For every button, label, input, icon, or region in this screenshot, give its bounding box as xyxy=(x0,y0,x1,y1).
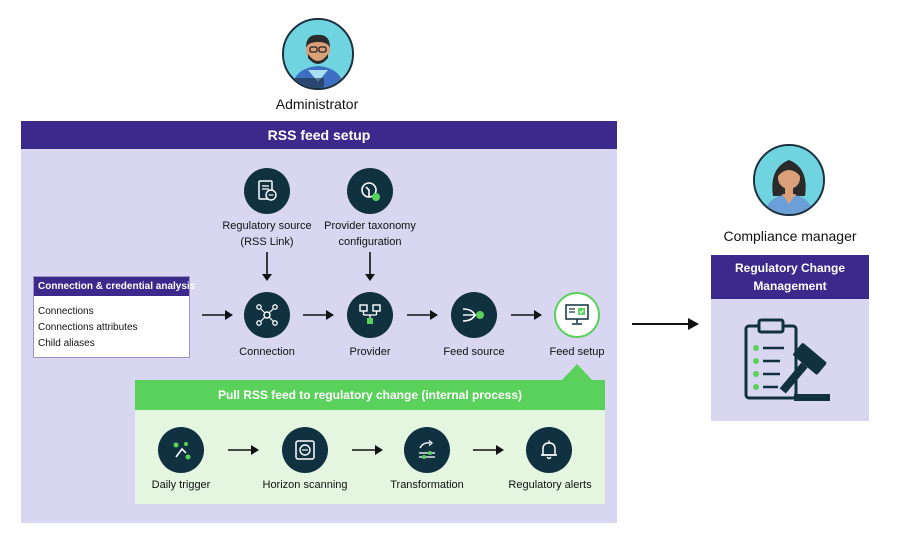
person-icon xyxy=(755,146,823,214)
daily-trigger-label: Daily trigger xyxy=(151,479,211,491)
arrow-to-rcm xyxy=(632,318,699,330)
connection-credential-title: Connection & credential analysis xyxy=(34,277,195,296)
arrow-trigger-to-scanning xyxy=(228,445,259,455)
horizon-scanning-node xyxy=(282,427,328,473)
transform-icon xyxy=(419,440,435,459)
rss-feed-setup-header: RSS feed setup xyxy=(21,121,617,149)
connection-node xyxy=(244,292,290,338)
administrator-avatar xyxy=(282,18,354,90)
feed-setup-label: Feed setup xyxy=(549,346,605,358)
gear-icon xyxy=(361,182,380,201)
regulatory-alerts-label: Regulatory alerts xyxy=(508,479,592,491)
arrow-regulatory-to-connection xyxy=(262,252,272,281)
arrow-provider-to-feed-source xyxy=(407,310,438,320)
scan-icon xyxy=(295,440,315,460)
transformation-label: Transformation xyxy=(390,479,464,491)
arrow-transformation-to-alerts xyxy=(473,445,504,455)
connection-item: Child aliases xyxy=(38,338,95,349)
feed-source-node xyxy=(451,292,497,338)
provider-node xyxy=(347,292,393,338)
administrator-label: Administrator xyxy=(275,96,359,112)
transformation-node xyxy=(404,427,450,473)
arrow-connection-to-provider xyxy=(303,310,334,320)
internal-process-header: Pull RSS feed to regulatory change (inte… xyxy=(135,380,605,410)
rcm-header: Regulatory Change Management xyxy=(711,255,869,299)
arrow-taxonomy-to-provider xyxy=(365,252,375,281)
hierarchy-icon xyxy=(359,304,381,324)
bell-icon xyxy=(541,440,557,460)
connection-label: Connection xyxy=(239,346,295,358)
clipboard-gavel-icon xyxy=(744,318,830,401)
feed-source-label: Feed source xyxy=(443,346,505,358)
regulatory-alerts-node xyxy=(526,427,572,473)
connection-credential-box: Connection & credential analysis Connect… xyxy=(33,276,195,358)
source-icon xyxy=(462,308,484,322)
arrow-box-to-connection xyxy=(202,310,233,320)
arrow-feed-source-to-feed-setup xyxy=(511,310,542,320)
provider-taxonomy-node xyxy=(347,168,393,214)
provider-label: Provider xyxy=(349,346,391,358)
regulatory-source-label: Regulatory source (RSS Link) xyxy=(222,220,312,248)
feed-setup-node xyxy=(554,292,600,338)
person-icon xyxy=(284,20,352,88)
connection-item: Connections attributes xyxy=(38,322,138,333)
pointer-triangle xyxy=(562,364,592,380)
daily-trigger-node xyxy=(158,427,204,473)
compliance-manager-avatar xyxy=(753,144,825,216)
network-icon xyxy=(256,304,278,326)
horizon-scanning-label: Horizon scanning xyxy=(262,479,348,491)
compliance-manager-label: Compliance manager xyxy=(723,228,857,244)
regulatory-source-node xyxy=(244,168,290,214)
document-icon xyxy=(258,180,277,201)
arrow-scanning-to-transformation xyxy=(352,445,383,455)
provider-taxonomy-label: Provider taxonomy configuration xyxy=(324,220,416,248)
trigger-icon xyxy=(173,442,191,460)
connection-item: Connections xyxy=(38,306,94,317)
monitor-check-icon xyxy=(565,304,589,325)
